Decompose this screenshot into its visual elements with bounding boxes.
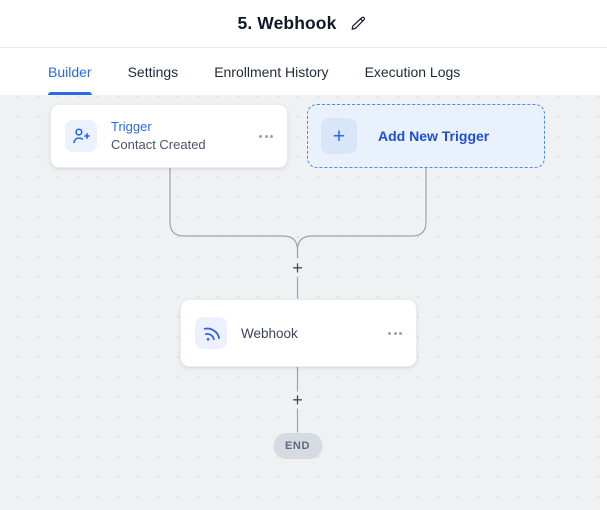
workflow-canvas[interactable]: Trigger Contact Created + Add New Trigge… <box>0 95 607 510</box>
tab-settings[interactable]: Settings <box>127 63 179 80</box>
add-new-trigger-card[interactable]: + Add New Trigger <box>307 104 545 168</box>
webhook-card-label: Webhook <box>241 325 298 341</box>
add-new-trigger-label: Add New Trigger <box>378 128 490 144</box>
trigger-card[interactable]: Trigger Contact Created <box>50 104 288 168</box>
tab-bar: Builder Settings Enrollment History Exec… <box>0 48 607 95</box>
trigger-card-subtitle: Contact Created <box>111 137 206 152</box>
scrollbar[interactable] <box>600 95 607 510</box>
trigger-card-texts: Trigger Contact Created <box>111 118 206 154</box>
tab-builder[interactable]: Builder <box>48 48 92 95</box>
tab-enrollment-history[interactable]: Enrollment History <box>214 63 329 80</box>
plus-icon: + <box>321 118 357 154</box>
user-plus-icon <box>65 120 97 152</box>
add-step-button[interactable]: + <box>292 390 303 410</box>
webhook-card[interactable]: Webhook <box>180 299 417 367</box>
more-options-icon[interactable] <box>259 131 273 142</box>
edit-title-button[interactable] <box>348 13 369 34</box>
connector-lines <box>169 167 427 433</box>
end-node: END <box>272 433 323 459</box>
rss-icon <box>195 317 227 349</box>
trigger-card-title: Trigger <box>111 119 152 134</box>
header: 5. Webhook <box>0 0 607 48</box>
tab-execution-logs[interactable]: Execution Logs <box>364 63 461 80</box>
pencil-icon <box>350 15 367 32</box>
more-options-icon[interactable] <box>388 328 402 339</box>
page-title: 5. Webhook <box>237 13 337 33</box>
add-step-button[interactable]: + <box>292 258 303 278</box>
